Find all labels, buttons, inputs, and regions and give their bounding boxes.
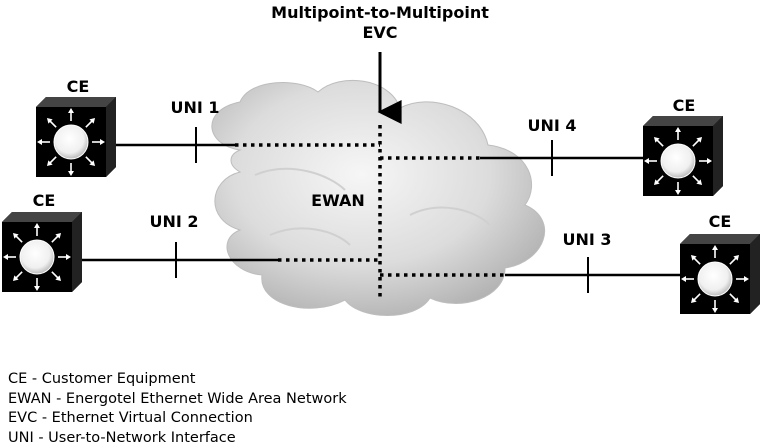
uni-1-label: UNI 1 (170, 98, 219, 117)
title-line-2: EVC (362, 23, 397, 42)
ce-label-mid-right: CE (709, 212, 732, 231)
cloud-label: EWAN (311, 191, 365, 210)
legend: CE - Customer Equipment EWAN - Energotel… (8, 370, 347, 448)
uni-3-label: UNI 3 (562, 230, 611, 249)
ce-label-top-right: CE (673, 96, 696, 115)
ce-device-mid-right (680, 234, 760, 314)
ce-label-mid-left: CE (33, 191, 56, 210)
title-line-1: Multipoint-to-Multipoint (271, 3, 489, 22)
router-icon (3, 223, 71, 291)
uni-2-label: UNI 2 (149, 212, 198, 231)
ce-device-top-right (643, 116, 723, 196)
router-icon (681, 245, 749, 313)
legend-item-ewan: EWAN - Energotel Ethernet Wide Area Netw… (8, 390, 347, 410)
router-icon (644, 127, 712, 195)
uni-4-label: UNI 4 (527, 116, 576, 135)
legend-item-evc: EVC - Ethernet Virtual Connection (8, 409, 347, 429)
legend-item-uni: UNI - User-to-Network Interface (8, 429, 347, 448)
ce-label-top-left: CE (67, 77, 90, 96)
ce-device-top-left (36, 97, 116, 177)
router-icon (37, 108, 105, 176)
legend-item-ce: CE - Customer Equipment (8, 370, 347, 390)
ce-device-mid-left (2, 212, 82, 292)
ewan-cloud (212, 80, 545, 315)
